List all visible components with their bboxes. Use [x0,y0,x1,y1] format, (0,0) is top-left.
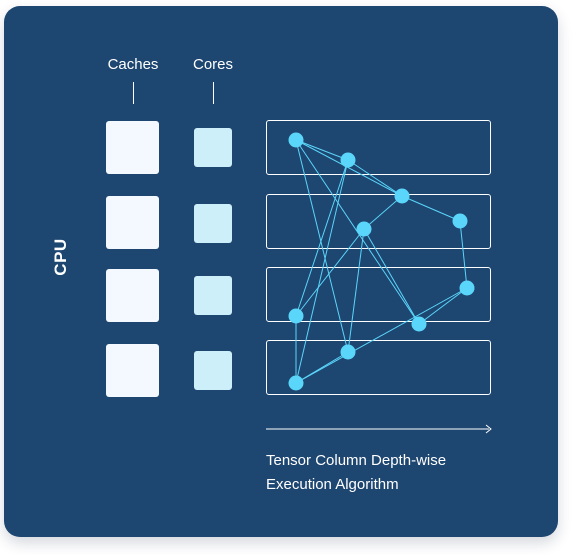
graph-edges [295,139,468,384]
core-block-1 [194,128,232,167]
graph-edge-n2-n6 [295,159,349,317]
time-axis-arrow-head [485,424,492,434]
graph-edge-n1-n9 [295,139,349,353]
graph-edge-n3-n5 [401,195,461,222]
cache-block-1 [106,121,159,174]
tensor-column-lane-2 [266,194,491,249]
cache-block-3 [106,269,159,322]
caches-label-tick [133,82,134,104]
graph-edge-n1-n2 [295,139,349,161]
caches-column-label: Caches [107,56,159,73]
graph-edge-n2-n10 [295,159,349,384]
core-block-4 [194,351,232,390]
graph-node-n7 [459,280,475,296]
graph-node-n8 [411,316,427,332]
core-block-3 [194,276,232,315]
caption-line-1: Tensor Column Depth-wise [266,452,447,469]
graph-edge-n4-n9 [347,228,365,353]
graph-edge-n4-n8 [363,228,420,325]
graph-edge-n3-n4 [363,195,403,230]
core-block-2 [194,204,232,243]
graph-node-n6 [288,308,304,324]
cores-label-tick [213,82,214,104]
graph-node-n4 [356,221,372,237]
graph-edge-n5-n7 [459,220,468,289]
caption-line-2: Execution Algorithm [266,476,399,493]
graph-node-n2 [340,152,356,168]
graph-edge-n4-n6 [295,228,365,317]
graph-edge-n2-n3 [347,159,403,197]
tensor-column-lane-4 [266,340,491,395]
graph-edge-n9-n10 [295,351,349,384]
cache-block-4 [106,344,159,397]
graph-edge-n7-n10 [295,287,468,384]
graph-edge-n8-n7 [418,287,468,325]
cores-column-label: Cores [192,56,234,73]
graph-node-n10 [288,375,304,391]
graph-node-n1 [288,132,304,148]
algorithm-caption: Tensor Column Depth-wise Execution Algor… [266,449,446,497]
graph-nodes [288,132,475,391]
graph-edge-n1-n3 [295,139,403,197]
tensor-column-lane-1 [266,120,491,175]
graph-node-n5 [452,213,468,229]
cache-block-2 [106,196,159,249]
graph-node-n3 [394,188,410,204]
tensor-column-lane-3 [266,267,491,322]
graph-node-n9 [340,344,356,360]
